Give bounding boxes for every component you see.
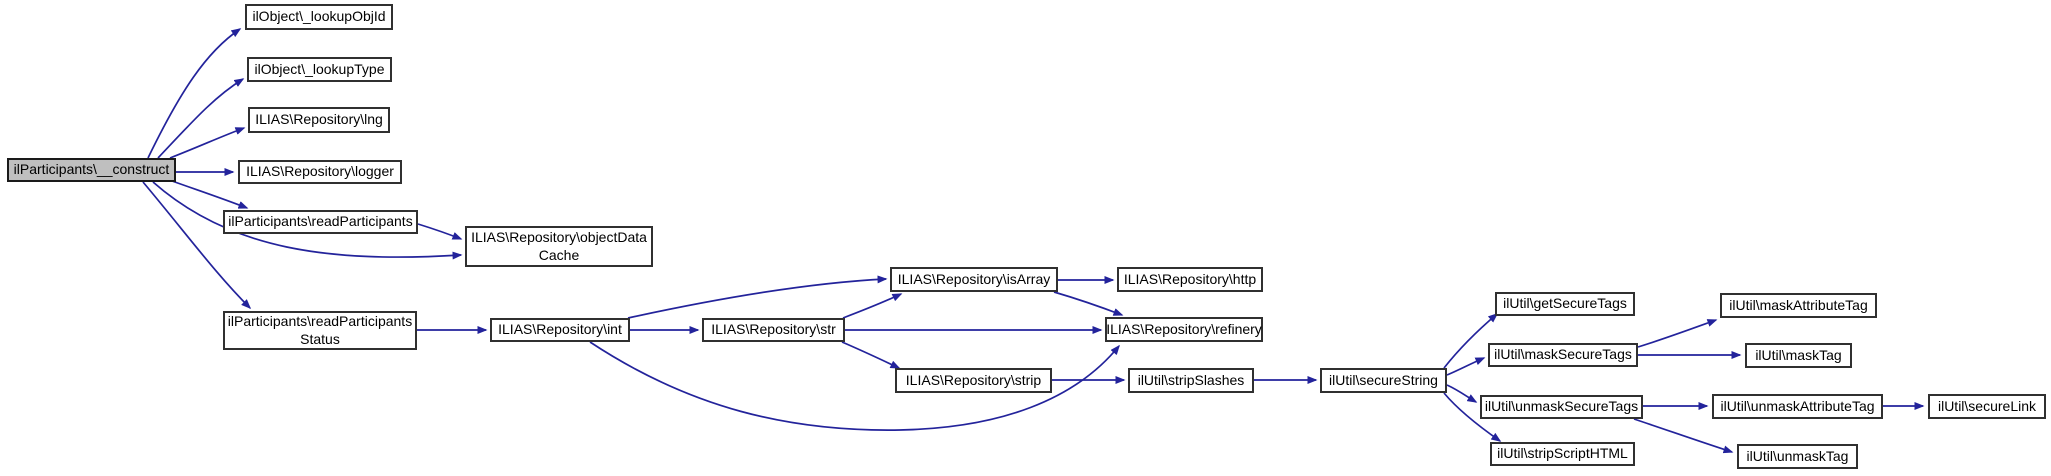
node-ilias-repository-objectdatacache[interactable]: ILIAS\Repository\objectData Cache bbox=[465, 226, 653, 267]
node-ilutil-securestring[interactable]: ilUtil\secureString bbox=[1320, 368, 1447, 393]
edge-securestring-unmasksecuretags bbox=[1446, 384, 1478, 403]
edge-int-refinery bbox=[589, 341, 1120, 431]
edge-construct-objectdatacache bbox=[152, 181, 463, 260]
edge-construct-readparticipantsstatus bbox=[142, 181, 252, 310]
node-ilutil-securelink[interactable]: ilUtil\secureLink bbox=[1928, 394, 2046, 419]
node-ilias-repository-logger[interactable]: ILIAS\Repository\logger bbox=[238, 160, 402, 184]
edge-construct-lookupobjid bbox=[147, 28, 242, 159]
node-ilobject-lookupobjid[interactable]: ilObject\_lookupObjId bbox=[245, 4, 393, 30]
node-ilutil-unmasktag[interactable]: ilUtil\unmaskTag bbox=[1737, 444, 1858, 469]
edge-str-strip bbox=[841, 341, 901, 369]
edge-securestring-masksecuretags bbox=[1446, 357, 1486, 376]
edge-construct-readparticipants bbox=[171, 180, 249, 209]
node-ilias-repository-str[interactable]: ILIAS\Repository\str bbox=[702, 318, 845, 342]
edge-construct-lookuptype bbox=[157, 78, 245, 159]
node-ilutil-unmasksecuretags[interactable]: ilUtil\unmaskSecureTags bbox=[1480, 395, 1643, 419]
node-ilias-repository-http[interactable]: ILIAS\Repository\http bbox=[1117, 267, 1263, 292]
node-ilutil-masksecuretags[interactable]: ilUtil\maskSecureTags bbox=[1488, 343, 1638, 367]
edge-readparticipants-objectdatacache bbox=[417, 223, 463, 240]
node-ilias-repository-refinery[interactable]: ILIAS\Repository\refinery bbox=[1105, 317, 1263, 342]
node-ilutil-stripscripthtml[interactable]: ilUtil\stripScriptHTML bbox=[1490, 442, 1635, 466]
edge-isarray-refinery bbox=[1053, 291, 1124, 316]
edge-securestring-stripscripthtml bbox=[1443, 392, 1502, 442]
node-ilias-repository-strip[interactable]: ILIAS\Repository\strip bbox=[895, 368, 1052, 393]
node-ilparticipants-readparticipantsstatus[interactable]: ilParticipants\readParticipants Status bbox=[223, 311, 417, 350]
edge-str-isarray bbox=[842, 293, 903, 319]
edge-securestring-getsecuretags bbox=[1443, 313, 1499, 369]
node-ilparticipants-readparticipants[interactable]: ilParticipants\readParticipants bbox=[223, 210, 418, 234]
node-ilobject-lookuptype[interactable]: ilObject\_lookupType bbox=[247, 57, 392, 82]
edge-int-isarray bbox=[627, 275, 888, 319]
edge-construct-lng bbox=[169, 127, 246, 159]
node-ilutil-stripslashes[interactable]: ilUtil\stripSlashes bbox=[1128, 368, 1254, 393]
node-ilias-repository-isarray[interactable]: ILIAS\Repository\isArray bbox=[890, 267, 1058, 292]
node-ilias-repository-int[interactable]: ILIAS\Repository\int bbox=[490, 318, 630, 342]
node-ilutil-maskattributetag[interactable]: ilUtil\maskAttributeTag bbox=[1720, 293, 1877, 318]
node-ilutil-unmaskattributetag[interactable]: ilUtil\unmaskAttributeTag bbox=[1712, 394, 1883, 419]
node-ilias-repository-lng[interactable]: ILIAS\Repository\lng bbox=[248, 107, 390, 133]
node-ilutil-masktag[interactable]: ilUtil\maskTag bbox=[1745, 343, 1852, 368]
node-ilparticipants-construct[interactable]: ilParticipants\__construct bbox=[7, 158, 176, 182]
edge-masksecuretags-maskattributetag bbox=[1637, 319, 1718, 348]
edge-unmasksecuretags-unmasktag bbox=[1633, 418, 1734, 454]
node-ilutil-getsecuretags[interactable]: ilUtil\getSecureTags bbox=[1495, 292, 1635, 316]
